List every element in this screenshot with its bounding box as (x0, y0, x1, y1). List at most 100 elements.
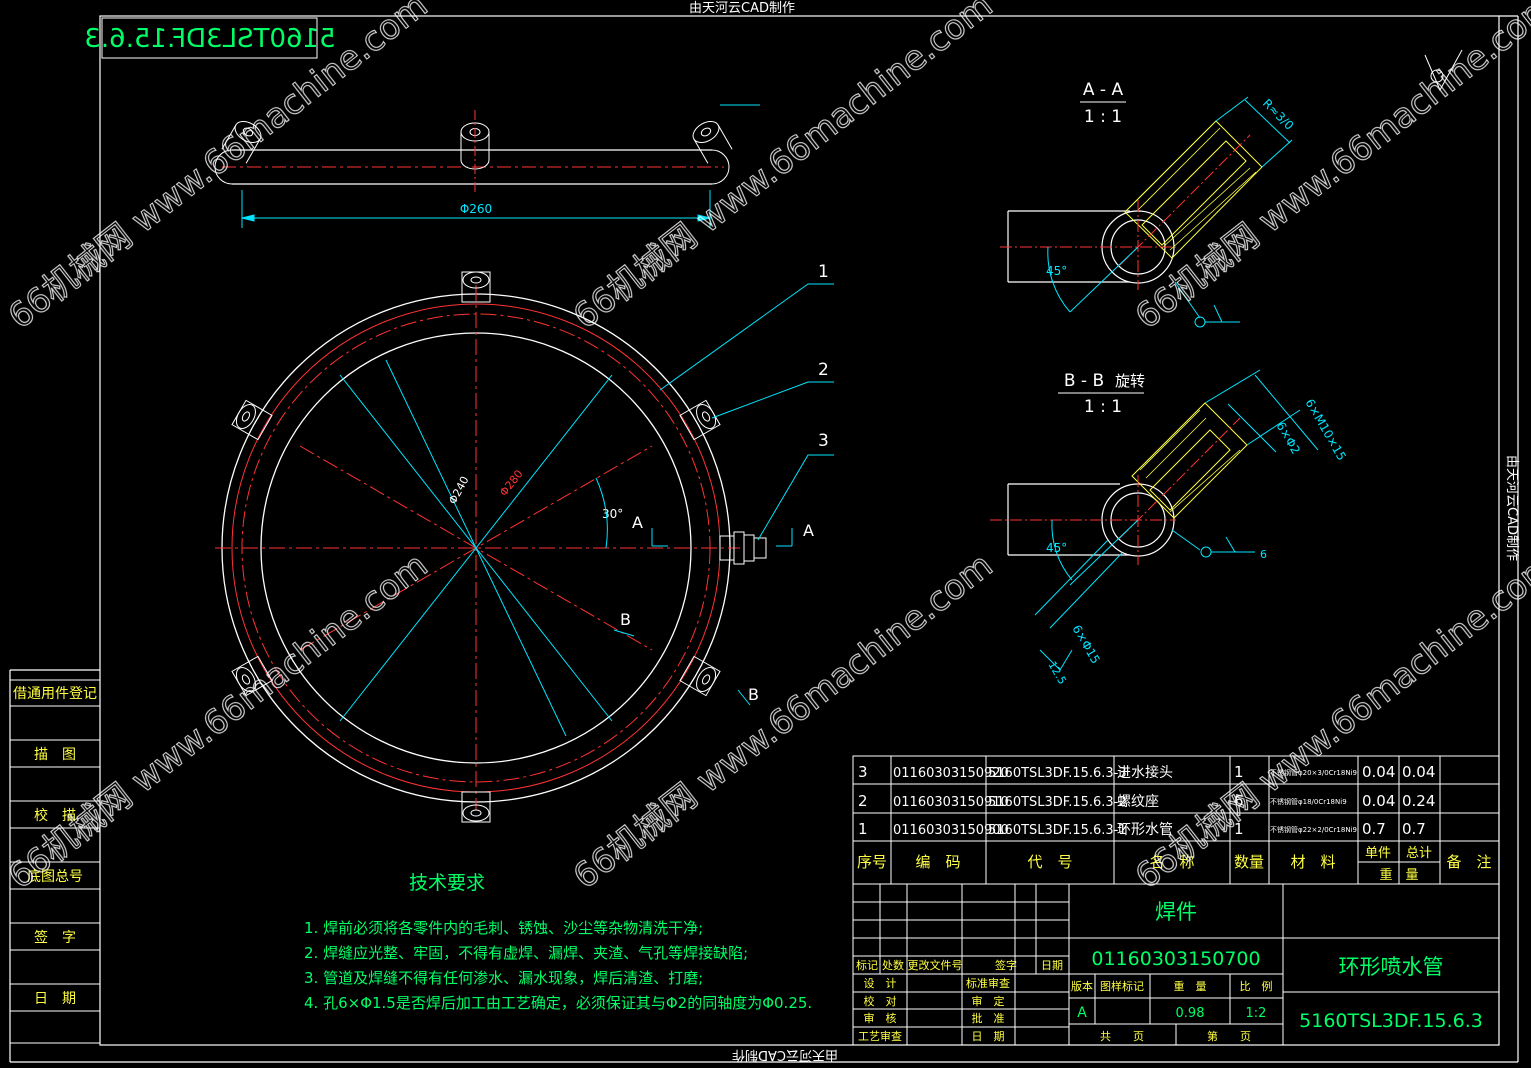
bom-name: 环形水管 (1117, 822, 1173, 838)
bom-total: 0.7 (1402, 820, 1426, 838)
cad-watermark-right: 由天河云CAD制作 (1504, 455, 1519, 561)
tech-item: 2. 焊缝应光整、牢固，不得有虚焊、漏焊、夹渣、气孔等焊接缺陷; (304, 944, 748, 962)
bom-name: 螺纹座 (1117, 794, 1159, 810)
bom-header-code: 编 码 (915, 853, 960, 871)
bom-qty: 1 (1234, 763, 1244, 781)
section-bb-angle: 45° (1046, 541, 1067, 555)
bom-header: 序号 编 码 代 号 名 称 数量 材 料 单件 总计 重 量 备 注 (857, 846, 1492, 883)
left-strip (9, 679, 101, 1044)
drawing-number: 5160TSL3DF.15.6.3 (1299, 1010, 1483, 1032)
bom-total: 0.04 (1402, 763, 1435, 781)
dim-ring-outer: Φ280 (497, 467, 526, 498)
site-watermark: 66机械网 www.66machine.com (1128, 0, 1531, 337)
left-strip-label: 签 字 (34, 929, 76, 946)
site-watermark: 66机械网 www.66machine.com (1128, 545, 1531, 897)
balloon-1: 1 (818, 262, 829, 282)
sign-label: 标准审查 (966, 976, 1010, 990)
bom-seq: 2 (858, 792, 868, 810)
site-watermark: 66机械网 www.66machine.com (566, 545, 1000, 897)
bom-row: 2 01160303150910 5160TSL3DF.15.6.3-2 螺纹座… (858, 792, 1435, 810)
left-strip-label: 日 期 (34, 991, 76, 1007)
section-aa-scale: 1 : 1 (1084, 107, 1122, 127)
bom-name: 进水接头 (1117, 764, 1173, 781)
left-strip-label: 校 描 (34, 807, 76, 824)
section-bb-dim1: 6×M10×15 (1302, 397, 1348, 463)
bom-drawing: 5160TSL3DF.15.6.3-3 (988, 766, 1127, 781)
left-strip-label: 描 图 (34, 747, 76, 763)
stage-weight: 0.98 (1176, 1006, 1205, 1021)
mirrored-code-box: 5160TSL3DF.15.6.3 (84, 17, 336, 59)
bom-rows: 3 01160303150920 5160TSL3DF.15.6.3-3 进水接… (858, 763, 1435, 838)
rev-label: 签字 (995, 958, 1017, 972)
rev-label: 处数 (882, 959, 904, 972)
site-watermark: 66机械网 www.66machine.com (1, 545, 435, 897)
section-bb-scale: 1 : 1 (1084, 397, 1122, 417)
bom-header-material: 材 料 (1290, 853, 1335, 871)
section-a-right: A (803, 521, 814, 540)
sign-label: 日 期 (972, 1030, 1005, 1043)
tech-title: 技术要求 (409, 872, 485, 894)
bom-header-unit: 单件 (1365, 846, 1391, 861)
mirrored-code-text: 5160TSL3DF.15.6.3 (84, 24, 335, 54)
section-aa-title: A - A (1083, 80, 1124, 100)
bom-drawing: 5160TSL3DF.15.6.3-1 (988, 823, 1127, 838)
section-bb-rotate: 旋转 (1115, 372, 1145, 390)
bom-total: 0.24 (1402, 792, 1435, 810)
bom-unit: 0.04 (1362, 763, 1395, 781)
sign-label: 审 核 (864, 1011, 897, 1025)
bom-header-weight: 重 量 (1379, 867, 1418, 883)
bom-material: 不锈钢管φ18/0Cr18Ni9 (1270, 797, 1347, 806)
bom-header-name: 名 称 (1149, 853, 1194, 871)
bom-qty: 1 (1234, 820, 1244, 838)
sheet-label: 共 页 (1100, 1030, 1144, 1043)
sign-label: 工艺审查 (858, 1029, 902, 1043)
bom-unit: 0.04 (1362, 792, 1395, 810)
bom-code: 01160303150920 (893, 766, 1009, 781)
tech-item: 4. 孔6×Φ1.5是否焊后加工由工艺确定，必须保证其与Φ2的同轴度为Φ0.25… (304, 994, 812, 1012)
dim-ring-inner: Φ240 (446, 474, 471, 506)
cad-watermark-bottom: 由天河云CAD制作 (732, 1047, 838, 1062)
rev-label: 更改文件号 (908, 958, 963, 972)
section-a-left: A (632, 513, 643, 532)
tech-item: 1. 焊前必须将各零件内的毛刺、锈蚀、沙尘等杂物清洗干净; (304, 919, 703, 937)
sign-label: 批 准 (972, 1011, 1005, 1025)
bom-header-note: 备 注 (1446, 853, 1491, 871)
sign-label: 审 定 (972, 994, 1005, 1008)
tech-requirements: 技术要求 1. 焊前必须将各零件内的毛刺、锈蚀、沙尘等杂物清洗干净; 2. 焊缝… (304, 872, 812, 1012)
stage-version: A (1077, 1005, 1087, 1021)
section-aa-dim: R≈3/0 (1260, 96, 1297, 133)
section-bb-dim2: 6×Φ2 (1273, 420, 1303, 457)
title-block-text: 标记 处数 更改文件号 签字 日期 设 计 标准审查 校 对 审 定 审 核 批… (856, 958, 1273, 1043)
balloon-2: 2 (818, 360, 829, 380)
bom-header-drawing: 代 号 (1027, 853, 1072, 871)
bom-qty: 6 (1234, 792, 1244, 810)
tech-item: 3. 管道及焊缝不得有任何渗水、漏水现象，焊后清渣、打磨; (304, 969, 703, 987)
rev-label: 日期 (1041, 959, 1063, 972)
roughness-value: 12.5 (1045, 659, 1069, 687)
section-bb-dim3: 6×Φ15 (1069, 623, 1102, 667)
part-code: 01160303150700 (1091, 948, 1260, 970)
bom-material: 不锈钢管φ22×2/0Cr18Ni9 (1270, 825, 1357, 834)
sign-label: 设 计 (864, 977, 897, 990)
bom-header-qty: 数量 (1234, 853, 1264, 871)
left-strip-label: 借通用件登记 (13, 686, 97, 702)
bom-drawing: 5160TSL3DF.15.6.3-2 (988, 795, 1127, 810)
site-watermark: 66机械网 www.66machine.com (566, 0, 1000, 337)
cad-watermark-top: 由天河云CAD制作 (689, 1, 795, 16)
sign-label: 校 对 (864, 994, 897, 1008)
bom-header-seq: 序号 (857, 853, 887, 871)
rev-label: 标记 (856, 958, 878, 972)
bom-material: 不锈钢管φ20×3/0Cr18Ni9 (1270, 768, 1357, 777)
bom-code: 01160303150910 (893, 795, 1009, 810)
boss-bottom (461, 791, 491, 823)
title-block-grid (852, 883, 1500, 1046)
stage-header: 重 量 (1174, 979, 1207, 993)
angle-30: 30° (602, 507, 623, 521)
section-bb: B - B 旋转 1 : 1 (990, 369, 1349, 687)
left-strip-label: 底图总号 (27, 869, 83, 885)
stage-scale: 1:2 (1246, 1006, 1267, 1021)
section-aa-angle: 45° (1046, 264, 1067, 278)
top-view: Φ260 (214, 104, 760, 228)
bom-code: 01160303150900 (893, 823, 1009, 838)
